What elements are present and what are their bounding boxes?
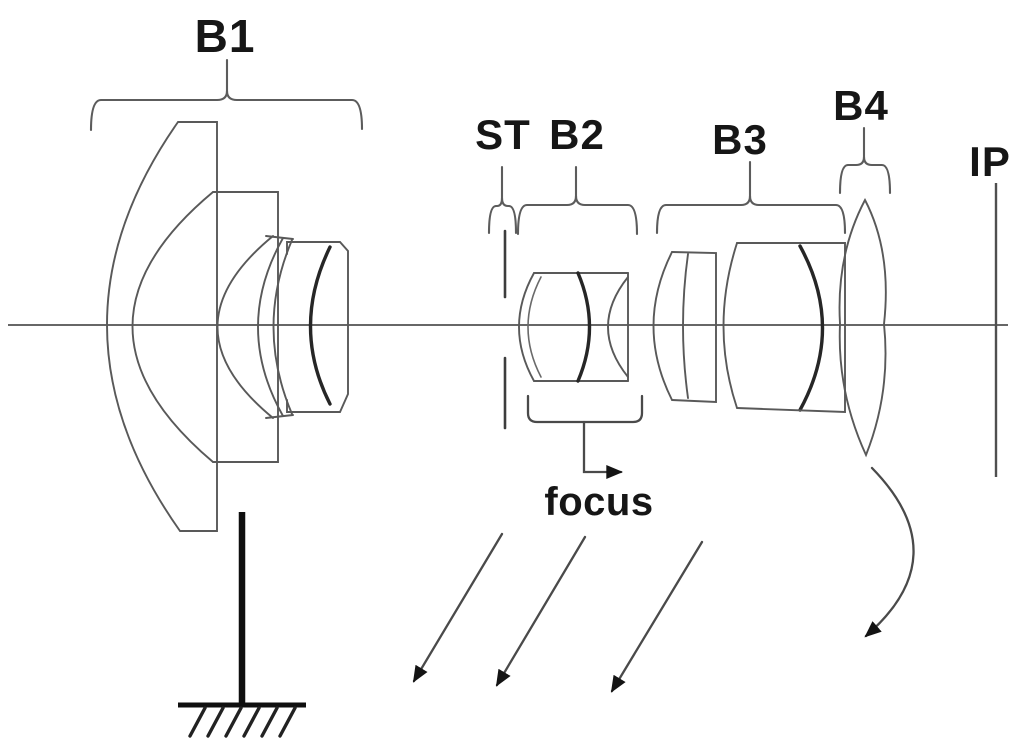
b2-cement-surface bbox=[576, 271, 592, 383]
image-plane-label: IP bbox=[969, 138, 1011, 185]
b1-lens3-cement-surface bbox=[257, 237, 284, 417]
ground-hatch-line bbox=[278, 706, 297, 738]
st-brace bbox=[487, 196, 518, 235]
b2-annotation: B2 bbox=[516, 111, 639, 236]
b2-brace bbox=[516, 194, 639, 236]
lens-group-b2 bbox=[518, 271, 629, 383]
b2-front-surface-outer bbox=[518, 272, 535, 382]
b1-lens3-front-surface bbox=[216, 235, 274, 419]
b1-lens4-front-surface bbox=[308, 245, 332, 406]
b3-label: B3 bbox=[712, 116, 768, 163]
b1-cement-surface bbox=[131, 191, 214, 463]
ground-hatch-line bbox=[260, 706, 279, 738]
aperture-stop: ST bbox=[475, 111, 531, 430]
b4-label: B4 bbox=[833, 82, 889, 129]
b2-doublet-edges bbox=[533, 272, 629, 382]
b3-lens1-rim bbox=[671, 251, 717, 403]
b1-brace bbox=[89, 89, 364, 132]
ground-fixed-symbol bbox=[178, 512, 306, 738]
b1-lens3-edges bbox=[265, 235, 294, 419]
lens-group-b3 bbox=[652, 242, 846, 413]
lens-group-b4: B4 bbox=[833, 82, 915, 638]
focus-direction-arrow bbox=[582, 420, 624, 479]
stop-label: ST bbox=[475, 111, 531, 158]
motion-arrow-2 bbox=[495, 535, 587, 687]
ground-hatch-line bbox=[224, 706, 243, 738]
focus-annotation: focus bbox=[526, 394, 653, 524]
motion-arrow-1 bbox=[412, 532, 504, 683]
lens-group-b1 bbox=[106, 121, 349, 532]
motion-arrow-3 bbox=[610, 540, 704, 693]
b3-lens1-rear-surface bbox=[682, 253, 689, 399]
b1-second-lens-edges bbox=[212, 191, 279, 463]
focus-label: focus bbox=[544, 480, 653, 524]
b1-front-meniscus-lens bbox=[106, 121, 218, 532]
b3-brace bbox=[655, 194, 847, 235]
b2-label: B2 bbox=[549, 111, 605, 158]
b1-lens3-rear-surface bbox=[272, 239, 293, 415]
b4-motion-arrow bbox=[864, 466, 915, 638]
b2-front-surface-inner bbox=[527, 276, 542, 378]
b4-thin-lens bbox=[838, 197, 887, 458]
b1-annotation: B1 bbox=[89, 10, 364, 132]
b3-annotation: B3 bbox=[655, 116, 847, 235]
ground-hatch-line bbox=[242, 706, 261, 738]
b2-rear-concave-surface bbox=[607, 276, 629, 378]
b3-cement-surface bbox=[798, 244, 825, 412]
ground-hatch-line bbox=[206, 706, 225, 738]
b4-brace bbox=[838, 155, 892, 195]
image-plane: IP bbox=[969, 138, 1011, 477]
focus-bracket bbox=[526, 394, 644, 424]
b3-lens1-front-surface bbox=[652, 251, 673, 401]
b3-doublet-rim bbox=[736, 242, 846, 413]
b1-label: B1 bbox=[195, 10, 256, 62]
b1-lens4-outline bbox=[286, 241, 349, 413]
ground-hatch-line bbox=[188, 706, 207, 738]
b3-doublet-front-surface bbox=[722, 242, 738, 409]
movement-arrows bbox=[412, 532, 704, 693]
